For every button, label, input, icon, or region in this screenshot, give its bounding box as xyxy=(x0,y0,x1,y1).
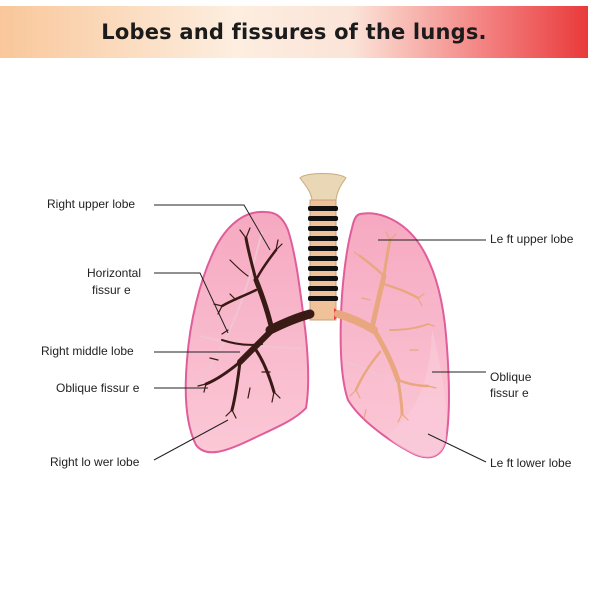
label-left-lower-lobe: Le ft lower lobe xyxy=(490,456,572,470)
leader-lines xyxy=(153,204,487,463)
label-oblique-fissure-right: Oblique fissur e xyxy=(56,381,140,395)
label-oblique-fissure-left-line2: fissur e xyxy=(490,386,529,400)
larynx xyxy=(299,173,347,201)
title-banner: Lobes and fissures of the lungs. xyxy=(0,6,588,58)
label-right-lower-lobe: Right lo wer lobe xyxy=(50,455,140,469)
left-lower-shade xyxy=(386,330,447,458)
leader-right-upper xyxy=(154,204,271,251)
left-bronchi xyxy=(334,231,437,423)
trachea-rings xyxy=(308,206,338,301)
leader-horizontal-fissure xyxy=(154,272,229,334)
label-right-middle-lobe: Right middle lobe xyxy=(41,344,134,358)
right-bronchi xyxy=(197,227,315,419)
leader-left-lower xyxy=(427,433,487,463)
right-oblique-fissure-line xyxy=(189,231,263,393)
label-right-upper-lobe: Right upper lobe xyxy=(47,197,136,211)
label-left-upper-lobe: Le ft upper lobe xyxy=(490,232,574,246)
label-horizontal-fissure-line2: fissur e xyxy=(92,283,131,297)
right-lung xyxy=(184,210,310,454)
label-oblique-fissure-left-line1: Oblique xyxy=(490,370,532,384)
leader-right-lower xyxy=(153,419,229,461)
page-title: Lobes and fissures of the lungs. xyxy=(101,20,487,44)
label-horizontal-fissure-line1: Horizontal xyxy=(87,266,142,280)
